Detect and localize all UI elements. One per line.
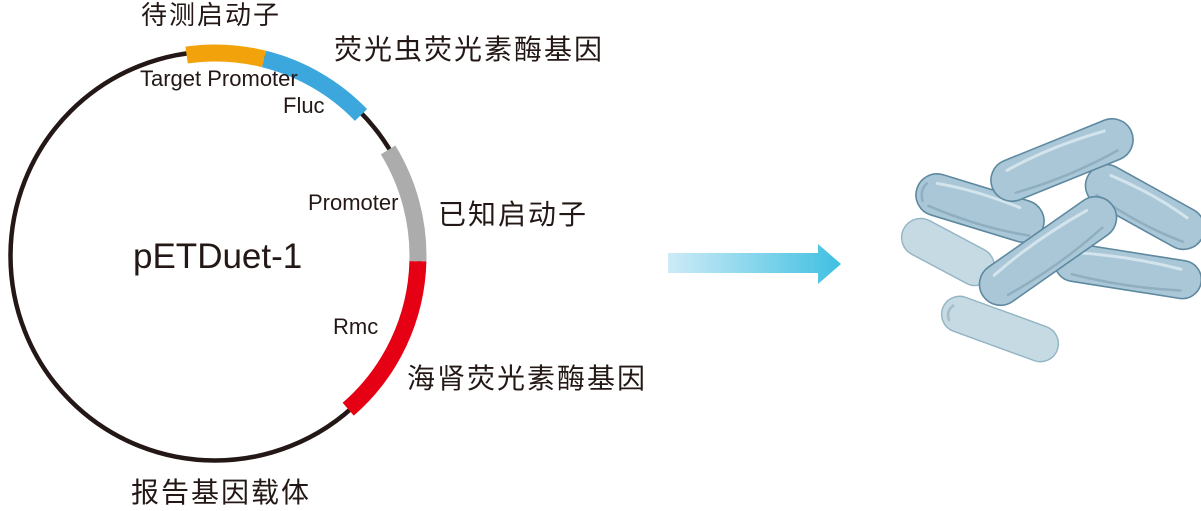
right-arrow-icon [668,244,841,284]
bacterium-rod [915,173,1045,243]
segment-target-promoter [185,44,267,68]
segment-rmc [342,261,427,416]
bacterium-rod [1084,163,1201,251]
segment-label-fluc: Fluc [283,93,325,118]
transformation-arrow [668,244,841,284]
plasmid-map [8,44,427,463]
bacteria-illustration [900,117,1201,363]
annotation-fluc-gene: 荧光虫荧光素酶基因 [334,34,605,65]
segment-label-promoter: Promoter [308,190,399,215]
annotation-reporter-vector: 报告基因载体 [131,477,312,508]
segment-label-rmc: Rmc [333,314,379,339]
annotation-renilla-gene: 海肾荧光素酶基因 [407,363,648,394]
bacterium-rod [978,195,1118,307]
annotation-target-promoter: 待测启动子 [141,0,282,30]
segment-promoter [380,145,427,262]
bacterium-rod [990,117,1134,203]
plasmid-name: pETDuet-1 [133,237,303,276]
bacterium-rod [940,295,1060,363]
annotation-known-promoter: 已知启动子 [438,199,589,230]
segment-fluc [261,50,368,121]
segment-label-target-promoter: Target Promoter [140,66,298,91]
